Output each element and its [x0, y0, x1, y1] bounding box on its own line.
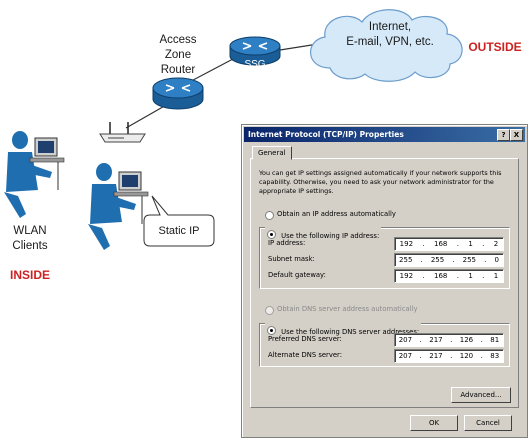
cancel-button[interactable]: Cancel: [464, 415, 512, 431]
static-ip-client-person-icon: [88, 163, 149, 250]
use-following-ip-radio[interactable]: [267, 230, 276, 239]
link-ssg-cloud: [279, 43, 319, 51]
internet-cloud-icon: [310, 9, 463, 82]
tcpip-properties-dialog: Internet Protocol (TCP/IP) Properties ? …: [241, 124, 528, 438]
cloud-label: Internet, E-mail, VPN, etc.: [346, 21, 434, 48]
static-ip-label: Static IP: [159, 225, 200, 237]
wlan-client-person-icon: [4, 131, 65, 218]
ssg-label: SSG: [244, 59, 265, 70]
use-following-dns-radio[interactable]: [267, 326, 276, 335]
default-gateway-label: Default gateway:: [268, 271, 326, 279]
ssg-router-icon: [229, 36, 281, 66]
ip-address-field[interactable]: 192.168.1.2: [394, 237, 504, 251]
preferred-dns-field[interactable]: 207.217.126.81: [394, 333, 504, 347]
dialog-title: Internet Protocol (TCP/IP) Properties: [248, 130, 404, 139]
wireless-access-point-icon: [99, 122, 146, 143]
default-gateway-field[interactable]: 192.168.1.1: [394, 269, 504, 283]
general-panel: You can get IP settings assigned automat…: [250, 158, 519, 408]
tab-general[interactable]: General: [252, 146, 292, 160]
subnet-mask-label: Subnet mask:: [268, 255, 315, 263]
use-following-dns-label: Use the following DNS server addresses:: [281, 328, 420, 336]
advanced-button[interactable]: Advanced...: [451, 387, 511, 403]
ok-button[interactable]: OK: [410, 415, 458, 431]
access-zone-router-label: Access Zone Router: [159, 34, 197, 76]
access-zone-router-icon: [152, 77, 204, 110]
close-button[interactable]: X: [510, 129, 523, 141]
dns-server-group: Use the following DNS server addresses: …: [259, 319, 510, 367]
alternate-dns-field[interactable]: 207.217.120.83: [394, 349, 504, 363]
wlan-clients-label: WLAN Clients: [12, 225, 48, 252]
outside-label: OUTSIDE: [468, 40, 522, 54]
ip-address-group: Use the following IP address: IP address…: [259, 223, 510, 289]
ip-address-label: IP address:: [268, 239, 306, 247]
help-button[interactable]: ?: [497, 129, 510, 141]
use-following-ip-label: Use the following IP address:: [281, 232, 380, 240]
obtain-dns-auto-label: Obtain DNS server address automatically: [277, 305, 418, 313]
subnet-mask-field[interactable]: 255.255.255.0: [394, 253, 504, 267]
link-router-ap: [125, 103, 169, 129]
obtain-dns-auto-radio[interactable]: [265, 306, 274, 315]
inside-label: INSIDE: [9, 268, 50, 282]
dialog-title-bar[interactable]: Internet Protocol (TCP/IP) Properties ? …: [244, 127, 525, 142]
obtain-ip-auto-label: Obtain an IP address automatically: [277, 210, 396, 218]
dialog-description: You can get IP settings assigned automat…: [259, 169, 502, 195]
static-ip-callout: [143, 195, 215, 247]
alternate-dns-label: Alternate DNS server:: [268, 351, 343, 359]
preferred-dns-label: Preferred DNS server:: [268, 335, 342, 343]
obtain-ip-auto-radio[interactable]: [265, 211, 274, 220]
